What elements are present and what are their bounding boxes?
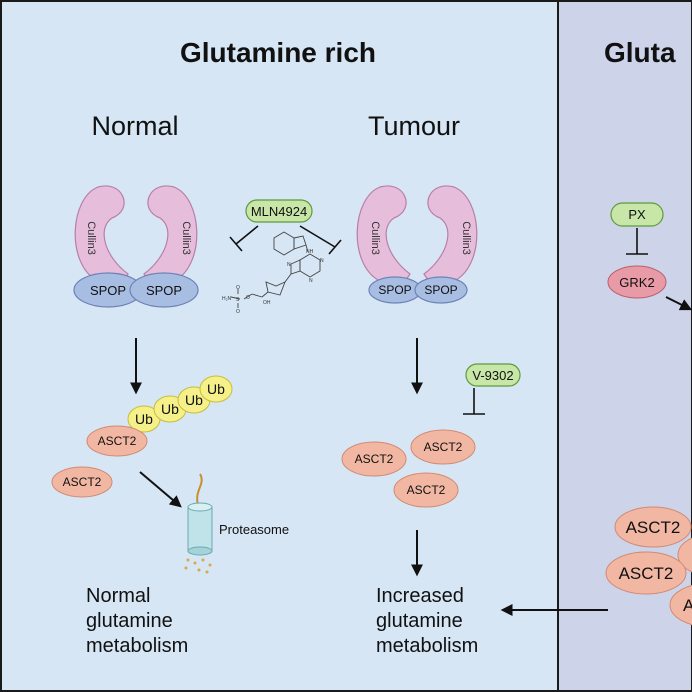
mln4924-atom-o2: O [236, 309, 240, 315]
outcome-increased-line2: glutamine [376, 610, 463, 632]
asct2-label-normal-2: ASCT2 [63, 475, 102, 489]
mln4924-chemical-structure [230, 231, 321, 308]
asct2-label-right-1: ASCT2 [626, 518, 681, 537]
grk2-label: GRK2 [619, 275, 654, 290]
asct2-right-1 [614, 506, 692, 548]
asct2-label-normal-1: ASCT2 [98, 434, 137, 448]
spop-normal-right [129, 272, 199, 308]
mln4924-atom-n1: N [320, 258, 324, 264]
ubiquitin-label-3: Ub [185, 392, 203, 408]
ubiquitin-4 [199, 375, 233, 403]
mln4924-atom-o3: O [246, 295, 250, 301]
mln4924-atom-nh: NH [306, 249, 314, 255]
mln4924-atom-n2: N [309, 278, 313, 284]
asct2-right-3 [605, 551, 687, 595]
ubiquitin-label-4: Ub [207, 381, 225, 397]
column-title-normal: Normal [91, 111, 178, 141]
outcome-increased-line1: Increased [376, 585, 464, 607]
glutamine-rich-panel [0, 0, 559, 692]
asct2-tumour-1 [341, 441, 407, 477]
spop-tumour-right [414, 276, 468, 304]
asct2-tumour-3 [393, 472, 459, 508]
px-label: PX [628, 207, 646, 222]
inhibition-line-v9302 [463, 388, 485, 415]
v9302-label: V-9302 [472, 368, 513, 383]
mln4924-atom-h2n: H₂N [222, 296, 232, 302]
spop-label-normal-left: SPOP [90, 283, 126, 298]
asct2-label-tumour-3: ASCT2 [407, 483, 446, 497]
outcome-normal-line2: glutamine [86, 610, 173, 632]
panel-title-right: Gluta [604, 37, 676, 68]
grk2-protein [607, 265, 667, 299]
proteasome-icon [187, 502, 213, 556]
asct2-label-right-3: ASCT2 [619, 564, 674, 583]
asct2-right-4 [669, 584, 692, 626]
spop-label-tumour-left: SPOP [378, 283, 411, 297]
panel-title-glutamine-rich: Glutamine rich [180, 37, 376, 68]
mln4924-inhibitor-pill [245, 199, 313, 223]
px-inhibitor-pill [610, 202, 664, 227]
mln4924-atom-s: S [236, 297, 240, 303]
v9302-inhibitor-pill [465, 363, 521, 387]
mln4924-atom-n3: N [287, 262, 291, 268]
asct2-normal-free [51, 466, 113, 498]
mln4924-atom-o1: O [236, 285, 240, 291]
mln4924-atom-oh: OH [263, 300, 271, 306]
cullin3-label-normal-left: Cullin3 [85, 221, 97, 255]
inhibition-line-px [626, 228, 648, 255]
inhibition-line-mln-tumour [299, 225, 342, 255]
inhibition-line-mln-normal [229, 225, 259, 252]
outcome-increased-line3: metabolism [376, 635, 478, 657]
cullin3-label-tumour-left: Cullin3 [369, 221, 381, 255]
asct2-tumour-2 [410, 429, 476, 465]
outcome-normal-line3: metabolism [86, 635, 188, 657]
asct2-label-tumour-2: ASCT2 [424, 440, 463, 454]
spop-label-tumour-right: SPOP [424, 283, 457, 297]
ubiquitin-label-1: Ub [135, 411, 153, 427]
arrow-grk2-out [665, 296, 692, 311]
peptide-fragments [184, 558, 212, 574]
cullin3-label-tumour-right: Cullin3 [460, 221, 472, 255]
arrow-to-proteasome [139, 471, 182, 508]
proteasome-label: Proteasome [219, 522, 289, 537]
column-title-tumour: Tumour [368, 111, 460, 141]
asct2-normal-ubiquitinated [86, 425, 148, 457]
asct2-label-right-4-partial: A [683, 596, 692, 615]
asct2-label-tumour-1: ASCT2 [355, 452, 394, 466]
proteasome-substrate-tail [196, 473, 203, 506]
mln4924-label: MLN4924 [251, 204, 307, 219]
outcome-normal-line1: Normal [86, 585, 150, 607]
ubiquitin-label-2: Ub [161, 401, 179, 417]
spop-label-normal-right: SPOP [146, 283, 182, 298]
cullin3-label-normal-right: Cullin3 [180, 221, 192, 255]
